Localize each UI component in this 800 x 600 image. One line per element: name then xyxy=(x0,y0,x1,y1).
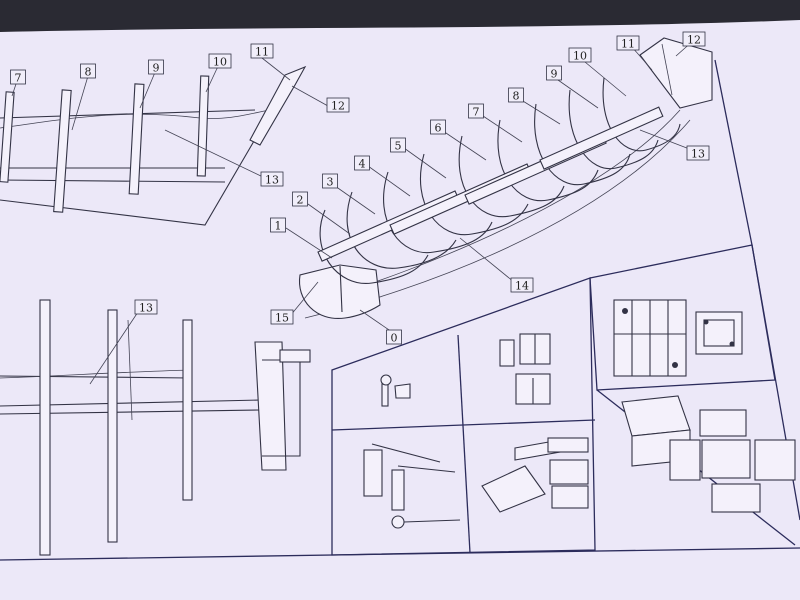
part-label-box xyxy=(390,137,406,153)
part-number-label: 5 xyxy=(395,140,402,153)
part-number-label: 8 xyxy=(513,90,520,103)
part-number-label: 6 xyxy=(435,122,442,135)
part-number-label: 4 xyxy=(359,158,366,171)
panel-pump-lever xyxy=(363,443,461,529)
part-number-label: 13 xyxy=(139,302,153,315)
panel-hatches xyxy=(613,299,743,377)
part-label-box xyxy=(148,59,164,75)
part-number-label: 7 xyxy=(15,72,22,85)
part-number-label: 9 xyxy=(551,68,558,81)
part-label-box xyxy=(568,47,592,63)
part-number-label: 9 xyxy=(153,62,160,75)
part-label-box xyxy=(270,309,294,325)
part-number-label: 3 xyxy=(327,176,334,189)
bottom-left-top-view xyxy=(0,299,311,556)
panel-fittings-faucet xyxy=(380,374,411,407)
top-left-side-view xyxy=(0,57,329,226)
part-label-box xyxy=(430,119,446,135)
part-label-box xyxy=(270,217,286,233)
part-label-box xyxy=(80,63,96,79)
part-label-box xyxy=(354,155,370,171)
panel-cabinets xyxy=(499,333,551,405)
part-label-box xyxy=(134,299,158,315)
part-label-box xyxy=(322,173,338,189)
panel-skylights xyxy=(481,437,589,513)
part-label-box xyxy=(508,87,524,103)
part-label-box xyxy=(326,97,350,113)
part-number-label: 8 xyxy=(85,66,92,79)
part-number-label: 11 xyxy=(621,38,635,51)
part-number-label: 10 xyxy=(573,50,587,63)
part-label-box xyxy=(260,171,284,187)
part-number-label: 7 xyxy=(473,106,480,119)
part-number-label: 13 xyxy=(265,174,279,187)
panel-crates-boxes xyxy=(621,395,796,513)
part-number-label: 14 xyxy=(515,280,529,293)
part-number-label: 1 xyxy=(275,220,282,233)
part-label-box xyxy=(682,31,706,47)
accessory-panels xyxy=(331,244,796,556)
part-label-box xyxy=(250,43,274,59)
part-number-label: 12 xyxy=(331,100,345,113)
part-number-label: 12 xyxy=(687,34,701,47)
part-label-box xyxy=(292,191,308,207)
part-number-label: 0 xyxy=(391,332,398,345)
part-label-box xyxy=(468,103,484,119)
part-number-label: 15 xyxy=(275,312,289,325)
part-number-label: 2 xyxy=(297,194,304,207)
part-label-box xyxy=(510,277,534,293)
part-number-label: 10 xyxy=(213,56,227,69)
part-label-box xyxy=(546,65,562,81)
part-label-box xyxy=(208,53,232,69)
part-label-box xyxy=(10,69,26,85)
part-label-box xyxy=(686,145,710,161)
hull-frames-assembly xyxy=(285,37,713,333)
part-number-label: 13 xyxy=(691,148,705,161)
part-label-box xyxy=(616,35,640,51)
part-number-label: 11 xyxy=(255,46,269,59)
part-label-box xyxy=(386,329,402,345)
